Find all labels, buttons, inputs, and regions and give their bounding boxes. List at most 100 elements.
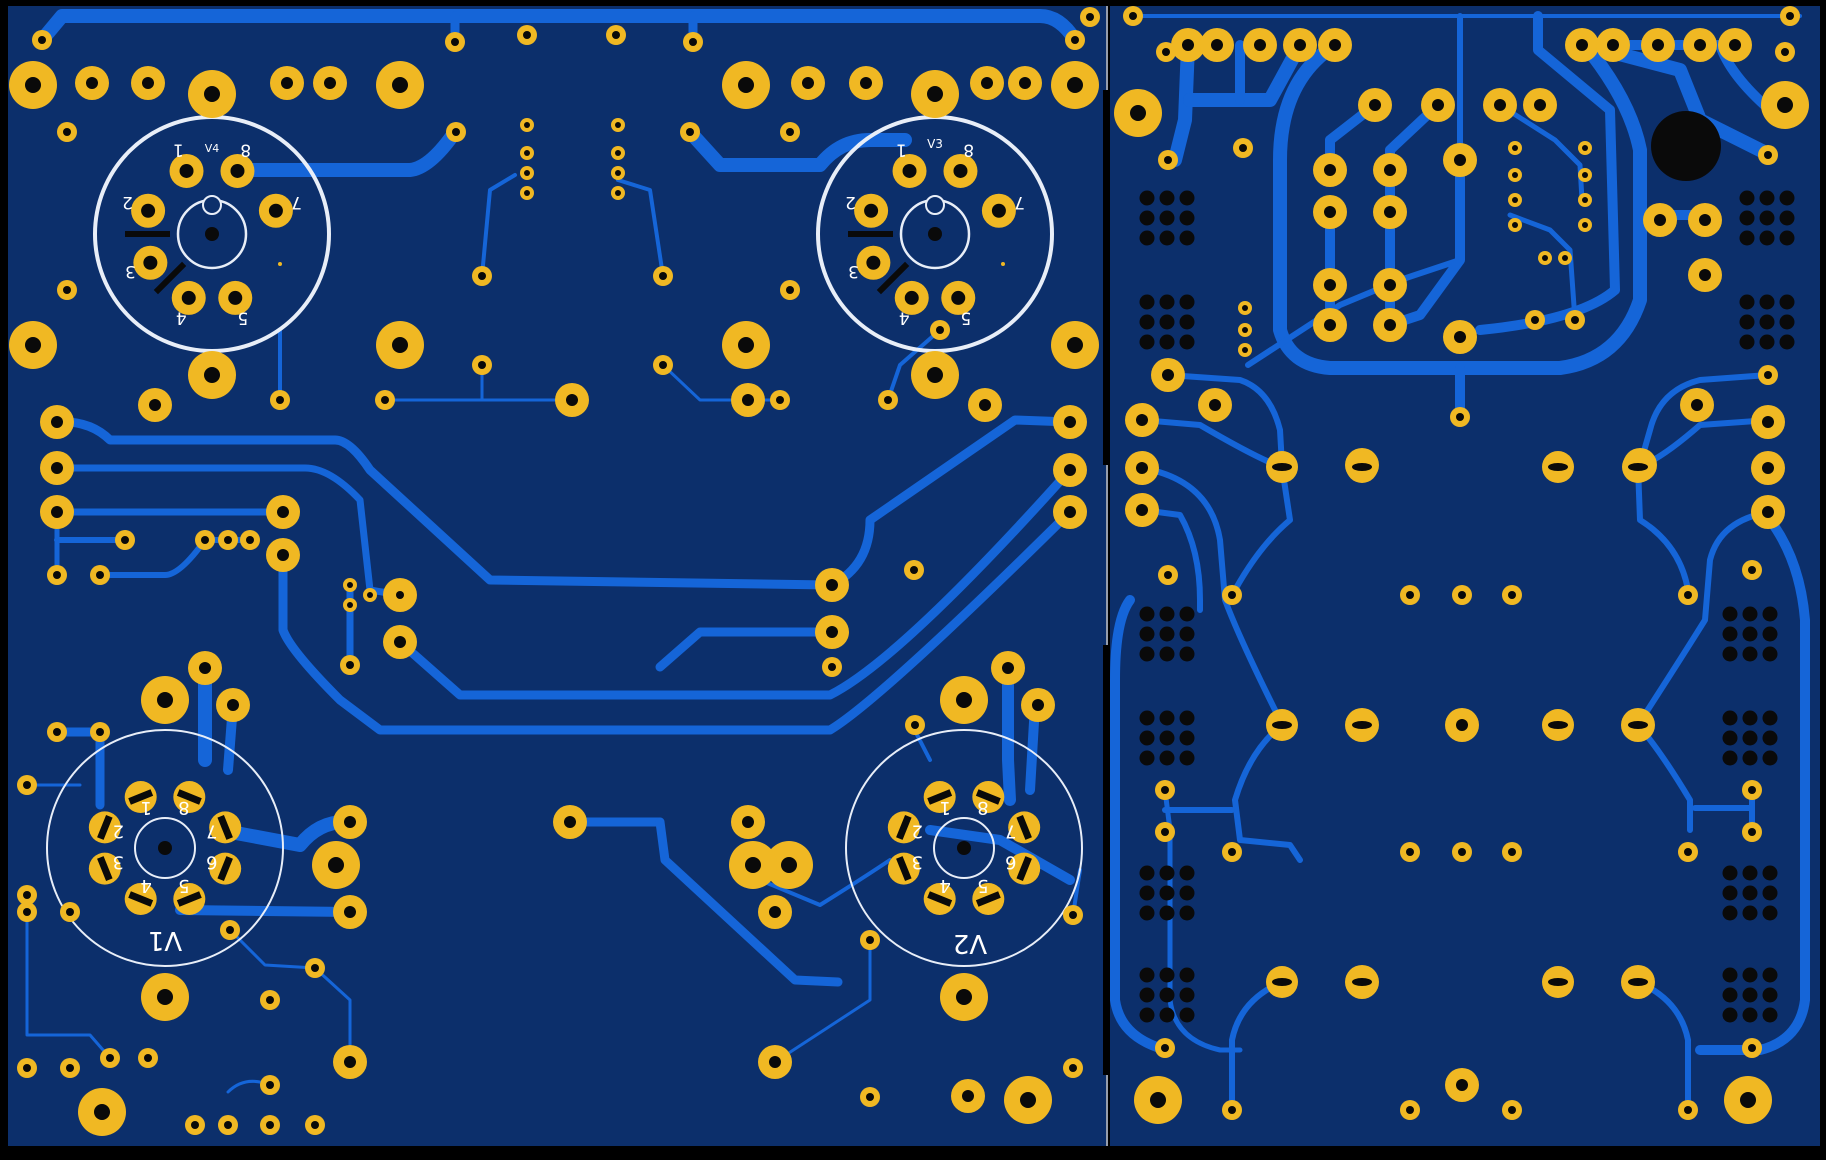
pad-hole	[277, 506, 289, 518]
via	[1762, 865, 1778, 881]
via	[1742, 646, 1758, 662]
pad-hole	[38, 36, 46, 44]
pad-hole	[1002, 662, 1014, 674]
pad-hole	[149, 399, 161, 411]
socket-pin-label: 8	[963, 140, 974, 160]
pad-hole	[1020, 1092, 1036, 1108]
pad-hole	[1294, 39, 1306, 51]
via	[1139, 190, 1155, 206]
pad-hole	[1508, 1106, 1516, 1114]
via	[1779, 294, 1795, 310]
pad-hole	[1571, 316, 1579, 324]
pad-hole	[94, 1104, 110, 1120]
socket-pin-label: 2	[122, 192, 133, 212]
pad-hole	[121, 536, 129, 544]
pad-hole	[142, 77, 154, 89]
via	[1139, 865, 1155, 881]
via	[1159, 626, 1175, 642]
via	[1179, 967, 1195, 983]
socket-ref-label: V3	[927, 137, 943, 151]
pad-hole	[157, 692, 173, 708]
pad-slot	[1352, 721, 1372, 729]
pad-hole	[276, 396, 284, 404]
pad-hole	[1130, 105, 1146, 121]
pad-hole	[144, 1054, 152, 1062]
pad-hole	[686, 128, 694, 136]
via	[1779, 190, 1795, 206]
pad-hole	[1242, 347, 1248, 353]
socket-pin-label: 4	[176, 308, 187, 328]
pad-hole	[451, 38, 459, 46]
socket-pin-slot	[217, 856, 233, 882]
socket-center-hole	[158, 841, 172, 855]
via	[1739, 210, 1755, 226]
pad-hole	[911, 721, 919, 729]
via	[1742, 905, 1758, 921]
pad-hole	[1211, 39, 1223, 51]
via	[1139, 646, 1155, 662]
pad-slot	[1272, 721, 1292, 729]
pad-hole	[478, 361, 486, 369]
socket-pin-slot	[128, 891, 154, 907]
mounting-holes	[1139, 111, 1795, 1023]
via	[1739, 314, 1755, 330]
pad-hole	[1456, 413, 1464, 421]
socket-pin-hole	[228, 290, 243, 305]
via	[1179, 210, 1195, 226]
pad-slot	[1352, 978, 1372, 986]
trace	[925, 825, 1075, 885]
socket-pin-label: 4	[939, 875, 950, 896]
tube-socket-v1: V1	[46, 729, 284, 967]
trace	[395, 465, 1075, 700]
pad-hole	[1512, 172, 1518, 178]
socket-pin-label: 3	[912, 852, 923, 873]
pad-hole	[1406, 1106, 1414, 1114]
via	[1159, 987, 1175, 1003]
socket-mark	[153, 261, 187, 295]
trace	[655, 817, 843, 987]
socket-pin-slot	[975, 789, 1001, 805]
pad-hole	[25, 77, 41, 93]
via	[1179, 626, 1195, 642]
pad-hole	[1699, 214, 1711, 226]
socket-pin-label: 1	[896, 140, 907, 160]
pad-hole	[344, 1056, 356, 1068]
via	[1159, 1007, 1175, 1023]
via	[1139, 334, 1155, 350]
via	[1139, 210, 1155, 226]
trace	[278, 507, 1075, 735]
pad-hole	[1576, 39, 1588, 51]
socket-pin-label: 7	[291, 192, 302, 212]
pad-hole	[745, 857, 761, 873]
pad-hole	[910, 566, 918, 574]
via	[1742, 750, 1758, 766]
pad-hole	[367, 592, 373, 598]
socket-center-hole	[957, 841, 971, 855]
pad-hole	[1329, 39, 1341, 51]
via	[1139, 967, 1155, 983]
pad-hole	[227, 699, 239, 711]
pad-hole	[1161, 786, 1169, 794]
pad-hole	[324, 77, 336, 89]
socket-pin-slot	[97, 814, 113, 840]
via	[1159, 230, 1175, 246]
pad-hole	[1242, 327, 1248, 333]
pad-hole	[1458, 848, 1466, 856]
pad-hole	[826, 579, 838, 591]
via	[1179, 190, 1195, 206]
via	[1759, 190, 1775, 206]
via	[1739, 230, 1755, 246]
pad-hole	[1406, 848, 1414, 856]
pad-hole	[1786, 12, 1794, 20]
socket-pin-slot	[217, 814, 233, 840]
pad-hole	[346, 661, 354, 669]
socket-pin-hole	[179, 163, 194, 178]
via	[1739, 294, 1755, 310]
pad-hole	[612, 31, 620, 39]
pad-hole	[1458, 591, 1466, 599]
pad-hole	[51, 462, 63, 474]
pad-hole	[1228, 1106, 1236, 1114]
via	[1722, 730, 1738, 746]
via	[1179, 294, 1195, 310]
pad-hole	[1762, 506, 1774, 518]
